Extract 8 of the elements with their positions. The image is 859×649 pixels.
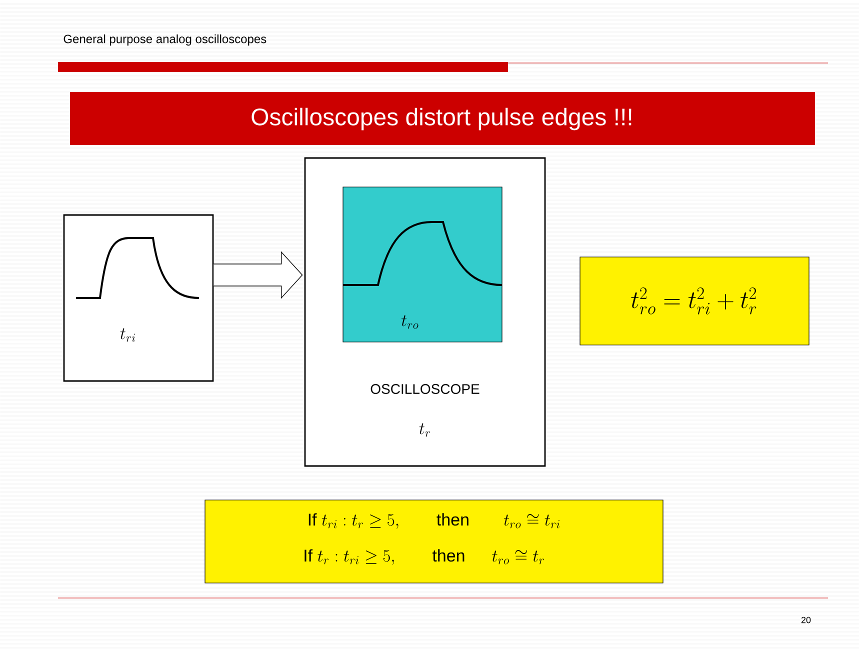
page-number: 20 [801,616,811,624]
condition-box: $\mathrm{If}\ t_{ri} : t_r \geq 5,\qquad \mathrm{then}\qquad t_{ro} \cong t_{ri}$ $\mathrm{If}\ t_r : t_{ri} \geq 5,\qquad \mathrm{then}\quad\ \ t_{ro} \cong t_r$ [204,500,664,584]
formula-box: $t_{ro}^2 = t_{ri}^2 + t_r^2$ [580,256,810,346]
arrow [213,251,303,299]
header-text: General purpose analog oscilloscopes [64,34,266,46]
title-banner: Oscilloscopes distort pulse edges !!! [70,92,815,145]
signal-box: $t_{ri}$ [63,214,214,382]
screen: $t_{ro}$ [342,186,502,342]
